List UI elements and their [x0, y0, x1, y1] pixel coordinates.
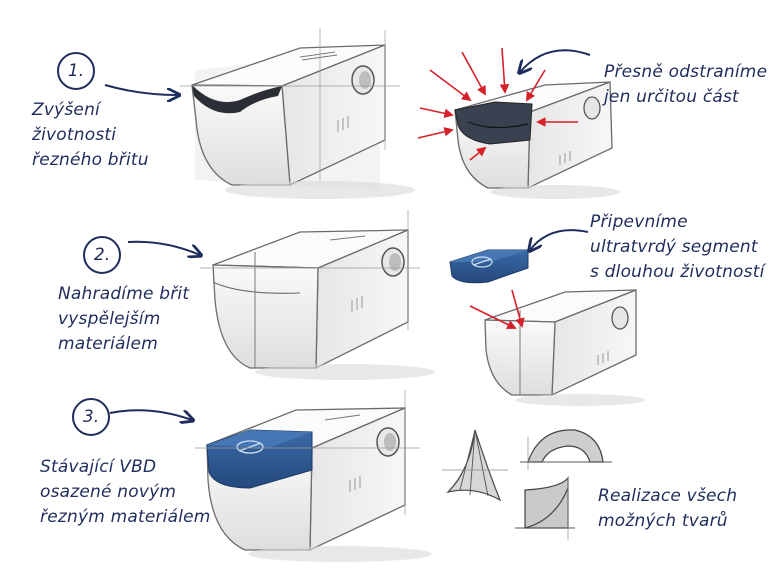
step-number-1: 1.: [67, 61, 85, 81]
red-arrow-icon: [499, 47, 510, 94]
step-circle-icon: 1.: [57, 52, 95, 90]
note-remove-part: Přesně odstraníme jen určitou část: [604, 62, 768, 107]
note-attach-segment: Připevníme ultratvrdý segment s dlouhou …: [590, 212, 765, 282]
tool-body-step3: [195, 390, 432, 562]
cutting-insert-icon: [520, 429, 612, 470]
red-arrow-icon: [511, 289, 525, 328]
ultrahard-segment: [449, 249, 529, 284]
step-number-2: 2.: [93, 245, 111, 265]
curved-arrow-icon: [104, 49, 591, 420]
red-arrow-icon: [526, 69, 546, 102]
logo-mark-icon: [236, 440, 264, 454]
step-2-caption: Nahradíme břit vyspělejším materiálem: [58, 284, 190, 354]
red-arrow-icon: [469, 146, 487, 161]
tool-body-assembly: [469, 289, 645, 406]
cutting-insert-icon: [515, 476, 575, 540]
step-number-3: 3.: [82, 407, 100, 427]
tool-body-removal: [454, 81, 620, 199]
step-1-caption: Zvýšení životnosti řezného břitu: [32, 100, 149, 170]
tool-body-step1: [180, 28, 415, 199]
red-arrow-icon: [419, 107, 454, 119]
red-arrow-icon: [417, 127, 454, 139]
step-3-caption: Stávající VBD osazené novým řezným mater…: [40, 457, 211, 527]
step-circle-icon: 3.: [72, 398, 110, 436]
red-arrows-removal: [417, 47, 578, 161]
note-all-shapes: Realizace všech možných tvarů: [598, 486, 738, 531]
tool-body-step2: [200, 210, 435, 380]
logo-mark-icon: [471, 256, 493, 268]
red-arrow-icon: [469, 305, 517, 329]
cutting-insert-icon: [442, 429, 508, 502]
red-arrow-icon: [429, 69, 472, 102]
step-circle-icon: 2.: [83, 236, 121, 274]
red-arrow-icon: [461, 51, 486, 96]
